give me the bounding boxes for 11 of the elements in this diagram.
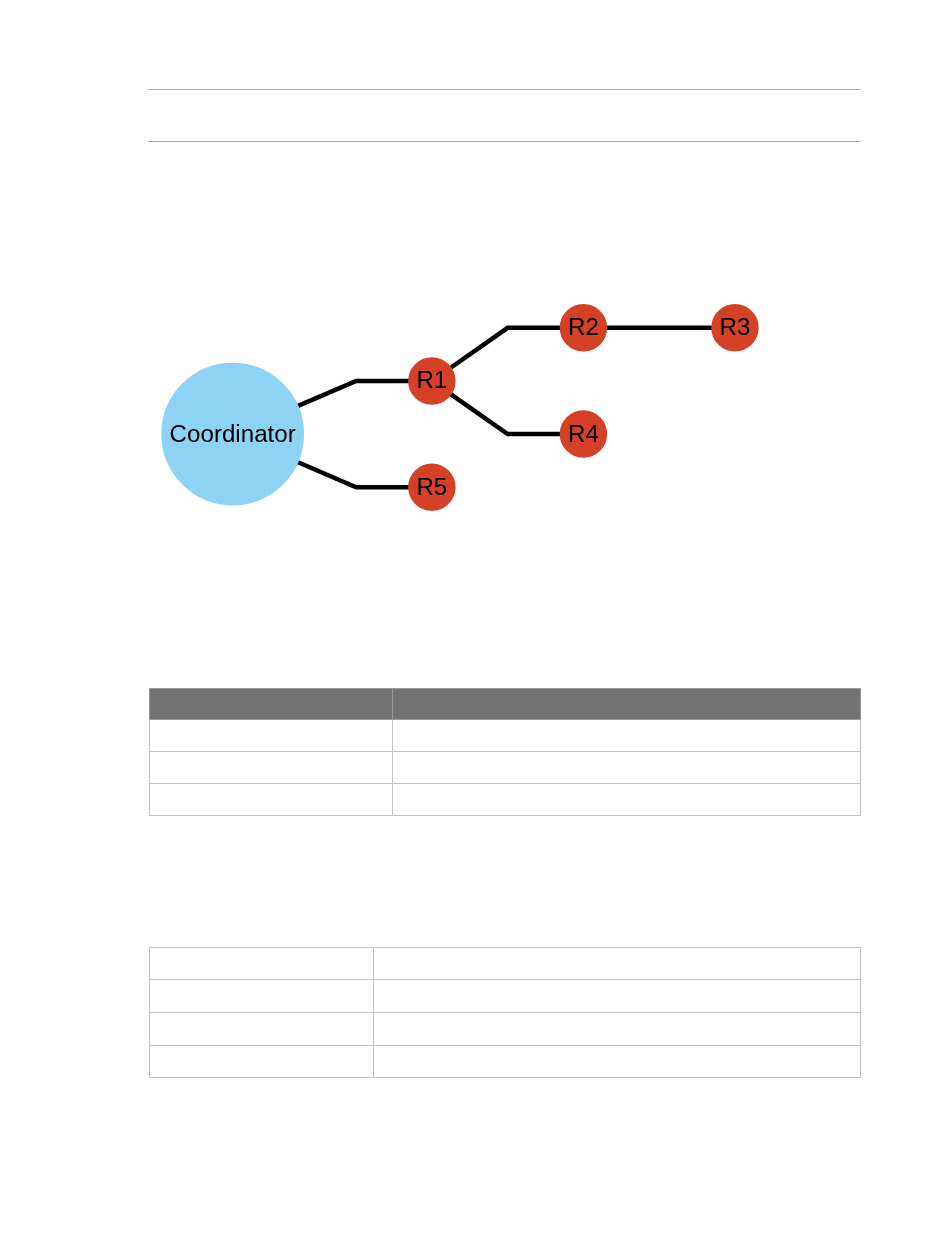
node-circle: R3 [711,304,759,352]
connector [296,378,409,409]
connector [296,459,409,490]
node-circle: R4 [559,410,608,458]
connector [606,325,712,331]
node-circle: Coordinator [161,362,305,506]
node-circle: R2 [559,304,608,352]
connector [449,325,561,370]
connector [449,392,561,437]
node-circle: R1 [408,357,456,405]
node-circle: R5 [408,463,456,511]
